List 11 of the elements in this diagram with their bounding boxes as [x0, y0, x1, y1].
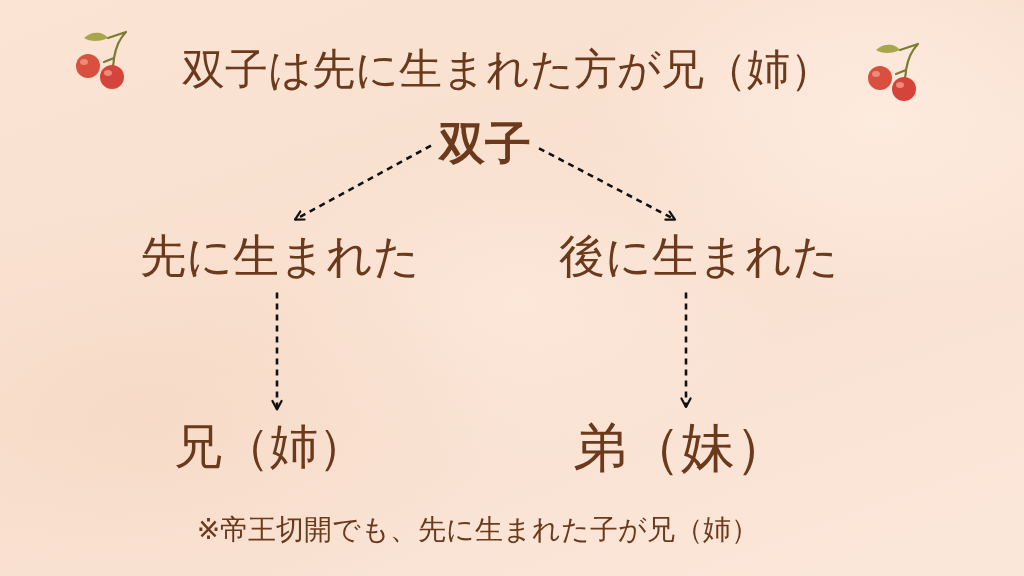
node-label: 双子 [439, 116, 531, 170]
footnote: ※帝王切開でも、先に生まれた子が兄（姉） [196, 513, 760, 547]
dashed-arrow [271, 292, 283, 411]
dashed-arrow [680, 292, 692, 409]
node-label: 兄（姉） [174, 419, 366, 475]
node-label: 先に生まれた [140, 229, 420, 283]
node-label: 後に生まれた [559, 229, 839, 283]
node-label: 弟（妹） [573, 416, 789, 480]
dashed-arrow [293, 144, 432, 221]
dashed-arrow [538, 147, 677, 221]
title: 双子は先に生まれた方が兄（姉） [181, 45, 833, 95]
